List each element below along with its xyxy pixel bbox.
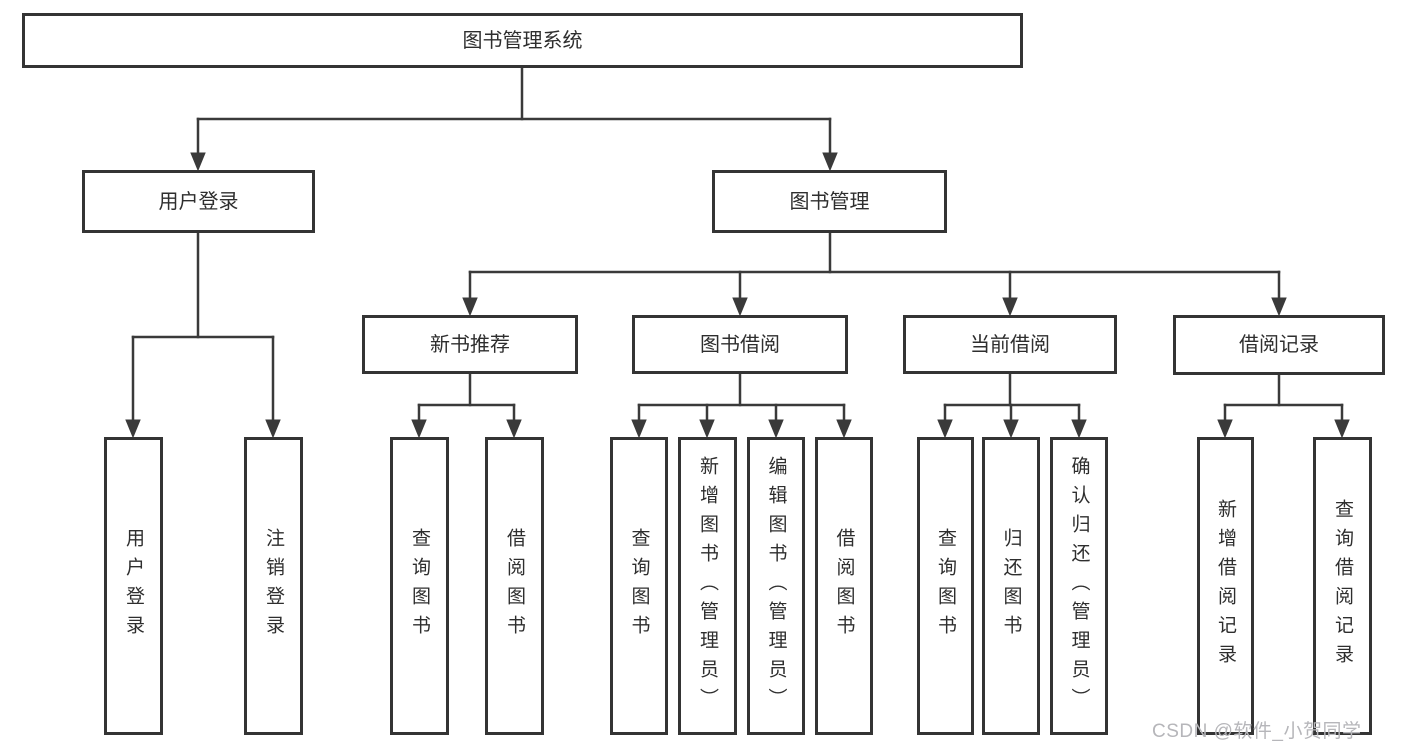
- arrowhead-icon: [1271, 297, 1287, 317]
- leaf-edit-book-admin: 编辑图书（管理员）: [747, 437, 805, 735]
- leaf-label: 编辑图书（管理员）: [765, 455, 787, 717]
- node-label: 图书管理系统: [462, 29, 583, 52]
- node-user-login: 用户登录: [82, 170, 315, 233]
- arrowhead-icon: [462, 297, 478, 317]
- leaf-add-book-admin: 新增图书（管理员）: [678, 437, 737, 735]
- leaf-query-book-current: 查询图书: [917, 437, 974, 735]
- leaf-return-book: 归还图书: [982, 437, 1040, 735]
- leaf-borrow-book-recommend: 借阅图书: [485, 437, 544, 735]
- node-label: 用户登录: [158, 190, 239, 213]
- arrowhead-icon: [125, 419, 141, 439]
- arrowhead-icon: [265, 419, 281, 439]
- leaf-logout: 注销登录: [244, 437, 303, 735]
- node-book-management: 图书管理: [712, 170, 947, 233]
- node-label: 图书借阅: [700, 333, 780, 356]
- leaf-label: 新增借阅记录: [1215, 499, 1236, 673]
- node-new-book-recommend: 新书推荐: [362, 315, 578, 374]
- arrowhead-icon: [1071, 419, 1087, 439]
- arrowhead-icon: [1003, 419, 1019, 439]
- node-label: 当前借阅: [970, 333, 1050, 356]
- leaf-label: 借阅图书: [504, 528, 525, 644]
- leaf-query-borrow-record: 查询借阅记录: [1313, 437, 1372, 735]
- arrowhead-icon: [699, 419, 715, 439]
- leaf-user-login: 用户登录: [104, 437, 163, 735]
- arrowhead-icon: [1002, 297, 1018, 317]
- leaf-label: 注销登录: [263, 528, 284, 644]
- leaf-label: 新增图书（管理员）: [697, 455, 718, 717]
- arrowhead-icon: [506, 419, 522, 439]
- leaf-label: 查询图书: [409, 528, 430, 644]
- arrowhead-icon: [631, 419, 647, 439]
- leaf-query-book-borrow: 查询图书: [610, 437, 668, 735]
- csdn-watermark: CSDN @软件_小贺同学: [1152, 721, 1362, 742]
- node-borrow-record: 借阅记录: [1173, 315, 1385, 375]
- leaf-add-borrow-record: 新增借阅记录: [1197, 437, 1254, 735]
- arrowhead-icon: [937, 419, 953, 439]
- node-label: 借阅记录: [1239, 334, 1319, 356]
- arrowhead-icon: [836, 419, 852, 439]
- arrowhead-icon: [768, 419, 784, 439]
- leaf-label: 确认归还（管理员）: [1068, 455, 1090, 717]
- node-label: 新书推荐: [430, 333, 510, 356]
- leaf-label: 借阅图书: [833, 528, 855, 644]
- leaf-borrow-book: 借阅图书: [815, 437, 873, 735]
- leaf-label: 查询借阅记录: [1332, 499, 1353, 673]
- arrowhead-icon: [190, 152, 206, 172]
- leaf-label: 查询图书: [628, 528, 650, 644]
- arrowhead-icon: [732, 297, 748, 317]
- leaf-confirm-return-admin: 确认归还（管理员）: [1050, 437, 1108, 735]
- arrowhead-icon: [1217, 419, 1233, 439]
- arrowhead-icon: [822, 152, 838, 172]
- leaf-label: 用户登录: [123, 528, 144, 644]
- leaf-query-book-recommend: 查询图书: [390, 437, 449, 735]
- leaf-label: 归还图书: [1000, 528, 1022, 644]
- node-book-borrow: 图书借阅: [632, 315, 848, 374]
- leaf-label: 查询图书: [935, 528, 956, 644]
- node-current-borrow: 当前借阅: [903, 315, 1117, 374]
- arrowhead-icon: [411, 419, 427, 439]
- node-label: 图书管理: [789, 190, 870, 213]
- node-library-system: 图书管理系统: [22, 13, 1023, 68]
- arrowhead-icon: [1334, 419, 1350, 439]
